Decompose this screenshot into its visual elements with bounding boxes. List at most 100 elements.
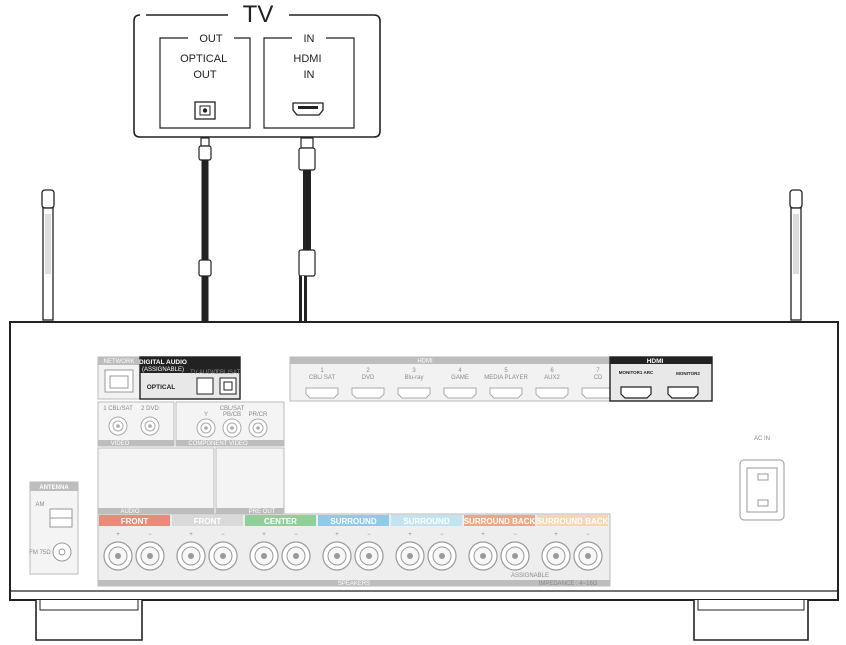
hdmi-input-port	[305, 387, 339, 399]
ac-in-label: AC IN	[754, 436, 770, 442]
hdmi-input-name: Blu-ray	[404, 375, 423, 381]
network-port	[104, 369, 134, 393]
monitor1-port	[620, 386, 652, 399]
plus-icon: +	[262, 532, 266, 538]
optical-label: OPTICAL	[147, 384, 176, 391]
plus-icon: +	[116, 532, 120, 538]
hdmi-input-port	[489, 387, 523, 399]
tv-title: TV	[243, 1, 274, 28]
minus-icon: −	[294, 532, 298, 538]
audio-title: AUDIO	[120, 509, 139, 515]
component-jack-label: PB/CB	[223, 412, 241, 418]
receiver: NETWORK DIGITAL AUDIO (ASSIGNABLE) OPTIC…	[9, 321, 839, 641]
impedance-label: IMPEDANCE : 4~16Ω	[539, 581, 598, 587]
video-label-1: 1 CBL/SAT	[103, 406, 133, 412]
hdmi-input-port	[535, 387, 569, 399]
tv-optical-out-line1: OPTICAL	[180, 53, 227, 65]
monitor1-label: MONITOR1 ARC	[619, 370, 654, 375]
tv-out-label: OUT	[199, 33, 223, 45]
network-label: NETWORK	[104, 359, 135, 365]
video-label-2: 2 DVD	[141, 406, 159, 412]
optical-port-tv	[196, 377, 214, 395]
tv-outline	[133, 14, 381, 138]
component-jack-label: Y	[204, 412, 208, 418]
hdmi-input-name: DVD	[362, 375, 375, 381]
speaker-panel: SPEAKERS IMPEDANCE : 4~16Ω ASSIGNABLE FR…	[97, 513, 611, 587]
minus-icon: −	[148, 532, 152, 538]
tv-hdmi-in-label: HDMI IN	[293, 53, 324, 81]
tv: TV OUT OPTICAL OUT IN HDMI IN	[133, 1, 381, 138]
plus-icon: +	[481, 532, 485, 538]
rca-jack	[196, 418, 216, 438]
speaker-group-label: FRONT	[121, 517, 149, 526]
hdmi-input-name: MEDIA PLAYER	[484, 375, 528, 381]
optical-port-cbl	[219, 377, 237, 395]
plus-icon: +	[408, 532, 412, 538]
speaker-group-label: SURROUND BACK	[537, 517, 609, 526]
speaker-group-label: CENTER	[264, 517, 297, 526]
optical-port-icon	[194, 101, 216, 120]
digital-audio-label: DIGITAL AUDIO	[139, 359, 187, 366]
hdmi-input-port	[397, 387, 431, 399]
hdmi-input-number: 4	[458, 368, 462, 374]
plus-icon: +	[189, 532, 193, 538]
optical-cbl-label: CBL/SAT	[216, 370, 241, 376]
optical-tv-label: TV AUDIO	[190, 370, 218, 376]
speaker-group: SURROUND+−	[391, 515, 462, 571]
component-jack-label: PR/CR	[249, 412, 268, 418]
hdmi-input-number: 7	[596, 368, 600, 374]
tv-optical-out-line2: OUT	[193, 69, 217, 81]
tv-in-group	[263, 37, 355, 129]
speaker-group: CENTER + −	[245, 515, 316, 571]
rca-jack	[222, 418, 242, 438]
hdmi-input-number: 5	[504, 368, 508, 374]
antenna-terminal-panel: ANTENNA AM FM 75Ω	[29, 481, 79, 575]
hdmi-input-port	[581, 387, 615, 399]
video-title: VIDEO	[111, 441, 130, 447]
ac-inlet	[739, 459, 785, 521]
hdmi-input-number: 3	[412, 368, 416, 374]
tv-out-group	[159, 37, 251, 129]
am-label: AM	[36, 502, 45, 508]
minus-icon: −	[586, 532, 590, 538]
tv-optical-out-label: OPTICAL OUT	[180, 53, 230, 81]
hdmi-input-number: 1	[320, 368, 324, 374]
minus-icon: −	[221, 532, 225, 538]
assignable-label: ASSIGNABLE	[511, 573, 549, 579]
antenna-label: ANTENNA	[39, 485, 69, 491]
tv-hdmi-in-line2: IN	[304, 69, 315, 81]
speaker-group-label: SURROUND	[403, 517, 449, 526]
component-cbl-label: CBL/SAT	[220, 406, 245, 412]
hdmi-input-name: AUX2	[544, 375, 560, 381]
minus-icon: −	[367, 532, 371, 538]
hdmi-input-name: CD	[594, 375, 603, 381]
hdmi-input-number: 6	[550, 368, 554, 374]
hdmi-port-icon	[292, 102, 324, 116]
fm-terminal	[52, 542, 72, 562]
preout-title: PRE OUT	[249, 509, 276, 515]
plus-icon: +	[554, 532, 558, 538]
hdmi-out-title: HDMI	[647, 358, 664, 365]
tv-in-label: IN	[304, 33, 315, 45]
component-title: COMPONENT VIDEO	[188, 441, 248, 447]
rca-jack	[248, 418, 268, 438]
hdmi-input-port	[351, 387, 385, 399]
hdmi-out-panel: HDMI MONITOR1 ARC MONITOR2	[609, 356, 713, 402]
hdmi-input-name: CBL/ SAT	[309, 375, 336, 381]
speaker-group: SURROUND+−	[318, 515, 389, 571]
speaker-group-label: SURROUND BACK	[464, 517, 536, 526]
rca-jack	[140, 416, 160, 436]
speaker-group: SURROUND BACK + −	[537, 515, 609, 571]
speaker-group: FRONT+−	[172, 515, 243, 571]
rca-jack	[108, 416, 128, 436]
monitor2-label: MONITOR2	[676, 371, 700, 376]
minus-icon: −	[513, 532, 517, 538]
monitor2-port	[667, 386, 699, 399]
fm-label: FM 75Ω	[29, 550, 51, 556]
foot-right	[693, 600, 809, 641]
plus-icon: +	[335, 532, 339, 538]
audio-panel: AUDIO	[97, 447, 215, 515]
digital-audio-assignable: (ASSIGNABLE)	[142, 367, 184, 373]
